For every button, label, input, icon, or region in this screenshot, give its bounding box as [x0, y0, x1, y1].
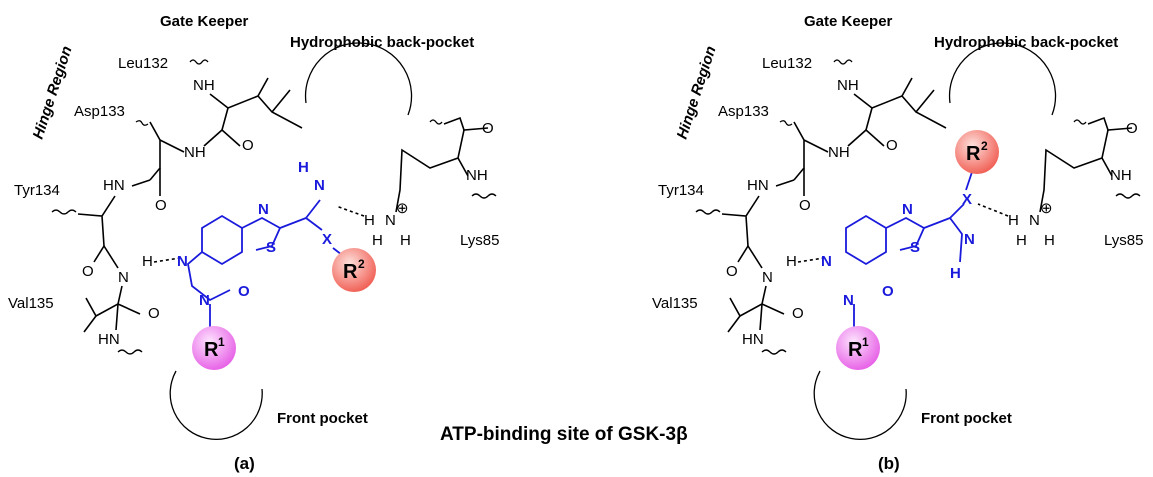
tyr-o: O: [82, 263, 94, 280]
linker-x: X: [322, 231, 332, 248]
r1-group: R 1: [836, 326, 880, 370]
back-pocket-arc: [948, 42, 1057, 116]
r1-sup: 1: [862, 335, 869, 349]
leu132-label: Leu132: [118, 55, 168, 72]
protein-backbone: NH O NH O HN O N H O HN: [51, 59, 303, 355]
lys-nh: NH: [1110, 167, 1132, 184]
tyr-hn: HN: [103, 177, 125, 194]
back-pocket-arc: [304, 42, 413, 116]
leu132-label: Leu132: [762, 55, 812, 72]
thiazoloquinazolinone-scaffold: N N O N S N H X: [821, 171, 975, 336]
scaffold-nh-n: N: [314, 177, 325, 194]
val-n: N: [762, 269, 773, 286]
asp-nh: NH: [828, 144, 850, 161]
val135-label: Val135: [8, 295, 54, 312]
scaffold-nh-h: H: [298, 159, 309, 176]
caption-b: (b): [878, 454, 900, 473]
asp-o: O: [155, 197, 167, 214]
lys85-side-chain: O NH N ⊕ H H H: [335, 116, 497, 249]
lys-nh: NH: [466, 167, 488, 184]
protein-backbone: NH O NH O HN O N H O HN: [695, 59, 947, 355]
hinge-region-label: Hinge Region: [674, 44, 720, 141]
scaffold-n1: N: [821, 253, 832, 270]
hinge-region-label: Hinge Region: [30, 44, 76, 141]
r2-label: R: [966, 143, 981, 165]
scaffold-n3: N: [843, 292, 854, 309]
val-n: N: [118, 269, 129, 286]
gate-keeper-label: Gate Keeper: [804, 13, 893, 30]
linker-x: X: [962, 191, 972, 208]
leu-o: O: [886, 137, 898, 154]
r2-label: R: [343, 261, 358, 283]
asp-o: O: [799, 197, 811, 214]
lys-n: N: [1029, 212, 1040, 229]
scaffold-nh-h: H: [950, 265, 961, 282]
r1-label: R: [848, 339, 863, 361]
lys-h1: H: [1008, 212, 1019, 229]
r1-label: R: [204, 339, 219, 361]
r2-group: R 2: [332, 248, 376, 292]
panel-b: Gate Keeper Hydrophobic back-pocket Hing…: [652, 13, 1143, 473]
lys-charge: ⊕: [396, 200, 409, 217]
r1-group: R 1: [192, 326, 236, 370]
lys85-label: Lys85: [460, 232, 499, 249]
lys-n: N: [385, 212, 396, 229]
scaffold-s: S: [910, 239, 920, 256]
asp133-label: Asp133: [718, 103, 769, 120]
scaffold-n1: N: [177, 253, 188, 270]
scaffold-n-thz: N: [258, 201, 269, 218]
front-pocket-label: Front pocket: [921, 410, 1012, 427]
thiazoloquinazolinone-scaffold: N N O N S N H X: [177, 159, 347, 336]
scaffold-n3: N: [199, 292, 210, 309]
val-h: H: [786, 253, 797, 270]
lys85-side-chain: O NH N ⊕ H H H: [977, 116, 1141, 249]
gate-keeper-label: Gate Keeper: [160, 13, 249, 30]
lys85-label: Lys85: [1104, 232, 1143, 249]
scaffold-o: O: [238, 283, 250, 300]
leu-nh: NH: [193, 77, 215, 94]
lys-h2: H: [1016, 232, 1027, 249]
tyr-hn: HN: [747, 177, 769, 194]
r2-sup: 2: [981, 139, 988, 153]
hydrophobic-back-pocket-label: Hydrophobic back-pocket: [934, 34, 1118, 51]
lys-o: O: [482, 120, 494, 137]
lys-h2: H: [372, 232, 383, 249]
scaffold-o: O: [882, 283, 894, 300]
caption-a: (a): [234, 454, 255, 473]
r1-sup: 1: [218, 335, 225, 349]
val-hn: HN: [742, 331, 764, 348]
tyr134-label: Tyr134: [658, 182, 704, 199]
asp133-label: Asp133: [74, 103, 125, 120]
val-hn: HN: [98, 331, 120, 348]
tyr134-label: Tyr134: [14, 182, 60, 199]
scaffold-nh-n: N: [964, 231, 975, 248]
panel-a: Gate Keeper Hydrophobic back-pocket Hing…: [8, 13, 499, 473]
leu-nh: NH: [837, 77, 859, 94]
val135-label: Val135: [652, 295, 698, 312]
r2-sup: 2: [358, 257, 365, 271]
front-pocket-arc: [169, 370, 263, 440]
lys-h3: H: [400, 232, 411, 249]
val-o: O: [792, 305, 804, 322]
front-pocket-arc: [813, 370, 907, 440]
asp-nh: NH: [184, 144, 206, 161]
leu-o: O: [242, 137, 254, 154]
front-pocket-label: Front pocket: [277, 410, 368, 427]
lys-charge: ⊕: [1040, 200, 1053, 217]
val-h: H: [142, 253, 153, 270]
lys-o: O: [1126, 120, 1138, 137]
scaffold-n-thz: N: [902, 201, 913, 218]
lys-h3: H: [1044, 232, 1055, 249]
figure-title: ATP-binding site of GSK-3β: [440, 424, 688, 445]
scaffold-s: S: [266, 239, 276, 256]
tyr-o: O: [726, 263, 738, 280]
lys-h1: H: [364, 212, 375, 229]
val-o: O: [148, 305, 160, 322]
hydrophobic-back-pocket-label: Hydrophobic back-pocket: [290, 34, 474, 51]
r2-group: R 2: [955, 130, 999, 174]
